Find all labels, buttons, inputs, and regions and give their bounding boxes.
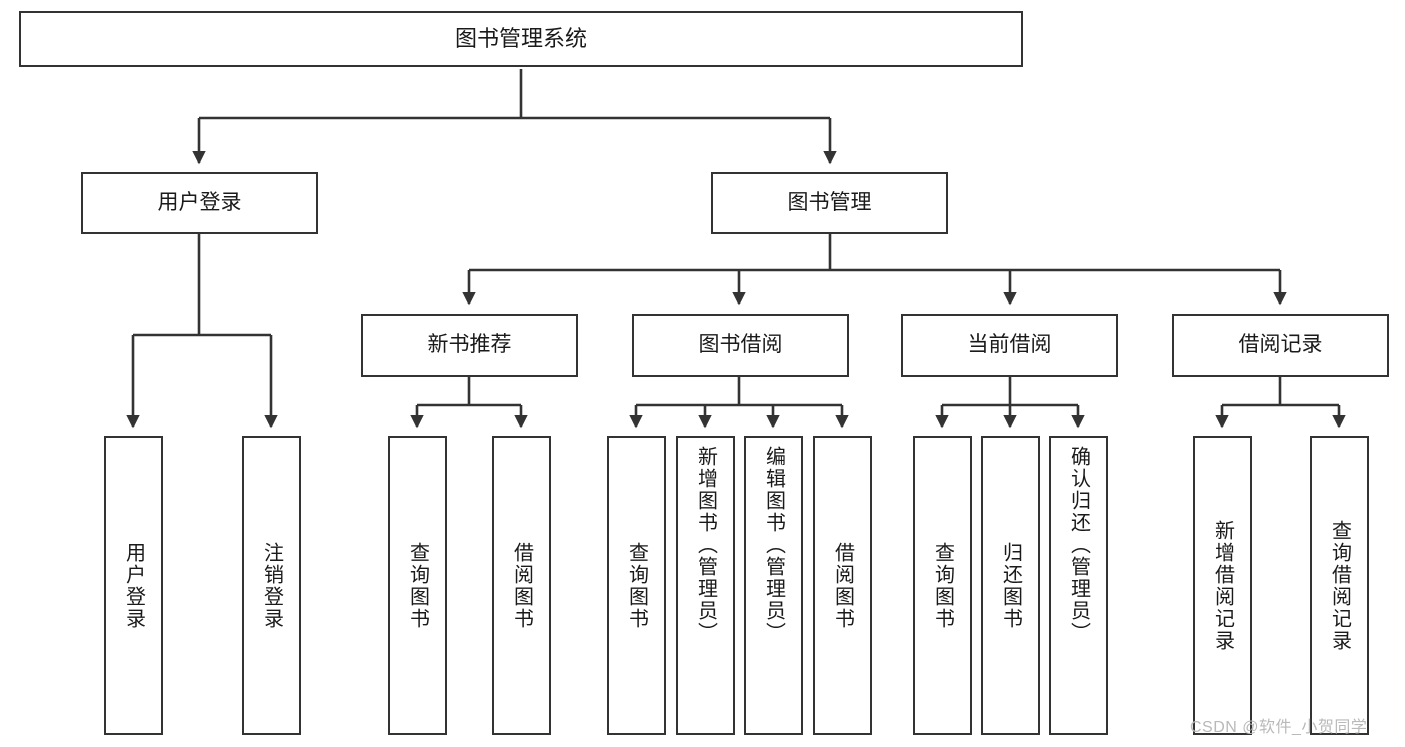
node-label: 查询图书 — [625, 541, 648, 630]
node-leaf-borrow-book-1[interactable]: 借阅图书 — [492, 436, 551, 735]
node-root-system[interactable]: 图书管理系统 — [19, 11, 1023, 67]
node-label: 图书管理 — [787, 190, 872, 214]
node-leaf-borrow-book-2[interactable]: 借阅图书 — [813, 436, 872, 735]
node-label: 新增图书（管理员） — [694, 446, 717, 644]
node-leaf-query-borrow-record[interactable]: 查询借阅记录 — [1310, 436, 1369, 735]
node-label: 注销登录 — [260, 541, 283, 630]
node-user-login[interactable]: 用户登录 — [81, 172, 318, 234]
node-leaf-query-book-1[interactable]: 查询图书 — [388, 436, 447, 735]
node-label: 图书管理系统 — [454, 26, 587, 52]
node-label: 当前借阅 — [967, 333, 1052, 357]
node-borrow-record[interactable]: 借阅记录 — [1172, 314, 1389, 377]
node-book-manage[interactable]: 图书管理 — [711, 172, 948, 234]
node-leaf-user-login[interactable]: 用户登录 — [104, 436, 163, 735]
node-leaf-query-book-2[interactable]: 查询图书 — [607, 436, 666, 735]
node-new-book-recommend[interactable]: 新书推荐 — [361, 314, 578, 377]
node-label: 借阅图书 — [831, 541, 854, 630]
node-label: 编辑图书（管理员） — [762, 446, 785, 644]
node-leaf-edit-book[interactable]: 编辑图书（管理员） — [744, 436, 803, 735]
node-label: 查询借阅记录 — [1328, 519, 1351, 652]
node-current-borrow[interactable]: 当前借阅 — [901, 314, 1118, 377]
csdn-watermark: CSDN @软件_小贺同学 — [1190, 719, 1368, 736]
node-leaf-query-book-3[interactable]: 查询图书 — [913, 436, 972, 735]
node-label: 新书推荐 — [427, 333, 512, 357]
node-leaf-return-book[interactable]: 归还图书 — [981, 436, 1040, 735]
node-label: 用户登录 — [157, 190, 242, 214]
node-label: 图书借阅 — [698, 333, 783, 357]
node-label: 用户登录 — [122, 541, 145, 630]
node-book-borrow[interactable]: 图书借阅 — [632, 314, 849, 377]
node-leaf-logout-login[interactable]: 注销登录 — [242, 436, 301, 735]
node-label: 查询图书 — [406, 541, 429, 630]
node-label: 借阅记录 — [1238, 333, 1323, 357]
node-leaf-add-book[interactable]: 新增图书（管理员） — [676, 436, 735, 735]
node-leaf-confirm-return[interactable]: 确认归还（管理员） — [1049, 436, 1108, 735]
node-label: 查询图书 — [931, 541, 954, 630]
node-label: 确认归还（管理员） — [1067, 446, 1090, 644]
node-label: 借阅图书 — [510, 541, 533, 630]
node-leaf-add-borrow-record[interactable]: 新增借阅记录 — [1193, 436, 1252, 735]
node-label: 归还图书 — [999, 541, 1022, 630]
node-label: 新增借阅记录 — [1211, 519, 1234, 652]
